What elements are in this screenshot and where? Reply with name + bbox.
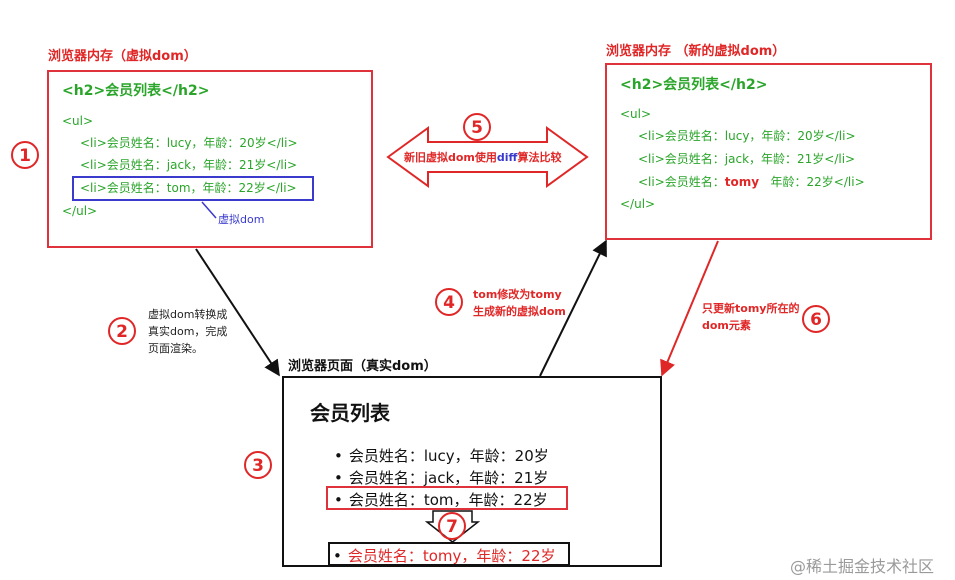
watermark: @稀土掘金技术社区: [790, 557, 935, 576]
page-li-new: • 会员姓名：tomy，年龄：22岁: [333, 545, 556, 566]
page-li-1: • 会员姓名：lucy，年龄：20岁: [334, 445, 549, 466]
step-6-badge: 6: [802, 305, 830, 333]
step6-note-line-2: dom元素: [702, 319, 751, 332]
page-li-2: • 会员姓名：jack，年龄：21岁: [334, 467, 548, 488]
right-ul-close: </ul>: [620, 197, 656, 211]
right-li-3-post: 年龄：22岁</li>: [759, 175, 865, 189]
right-li-3: <li>会员姓名：tomy 年龄：22岁</li>: [638, 176, 865, 188]
left-li-1: <li>会员姓名：lucy，年龄：20岁</li>: [80, 136, 298, 150]
left-li-3: <li>会员姓名：tom，年龄：22岁</li>: [80, 181, 297, 195]
real-dom-box: [282, 376, 662, 567]
tom-highlight-box: [72, 176, 314, 201]
right-li-3-pre: <li>会员姓名：: [638, 175, 725, 189]
left-h2-line: <h2>会员列表</h2>: [62, 83, 210, 99]
tomy-real-box: [328, 542, 570, 566]
arrow-patch-to-page: [660, 240, 719, 377]
tom-real-highlight: [326, 486, 568, 510]
bullet-1: •: [334, 447, 343, 465]
step4-note-line-1: tom修改为tomy: [473, 288, 562, 301]
page-li-new-text: 会员姓名：tomy，年龄：22岁: [347, 547, 556, 565]
bullet-3: •: [334, 491, 343, 509]
step-5-badge: 5: [463, 113, 491, 141]
step4-note: tom修改为tomy 生成新的虚拟dom: [473, 286, 566, 320]
page-li-3-text: 会员姓名：tom，年龄：22岁: [348, 491, 548, 509]
step-2-badge: 2: [108, 317, 136, 345]
left-panel-title: 浏览器内存（虚拟dom）: [48, 49, 197, 64]
right-li-3-tomy: tomy: [724, 175, 760, 189]
arrow-render-to-page: [195, 248, 280, 377]
right-panel-title: 浏览器内存 （新的虚拟dom）: [606, 44, 786, 59]
page-panel-title: 浏览器页面（真实dom）: [288, 359, 437, 374]
step6-note-line-1: 只更新tomy所在的: [702, 302, 800, 315]
right-ul-open: <ul>: [620, 107, 652, 121]
right-h2-line: <h2>会员列表</h2>: [620, 77, 768, 93]
step5-note-post: 算法比较: [517, 151, 562, 164]
left-vdom-box: [47, 70, 373, 248]
left-ul-close: </ul>: [62, 204, 98, 218]
vdom-label: 虚拟dom: [218, 213, 265, 226]
page-heading: 会员列表: [310, 401, 390, 425]
step2-note-line-3: 页面渲染。: [148, 342, 203, 355]
step-3-badge: 3: [244, 451, 272, 479]
step-4-badge: 4: [435, 288, 463, 316]
diff-compare-double-arrow: [386, 126, 589, 188]
step5-note-pre: 新旧虚拟dom使用: [404, 151, 497, 164]
left-li-2: <li>会员姓名：jack，年龄：21岁</li>: [80, 158, 298, 172]
right-li-1: <li>会员姓名：lucy，年龄：20岁</li>: [638, 129, 856, 143]
step2-note-line-2: 真实dom，完成: [148, 325, 228, 338]
arrow-page-to-new-vdom: [539, 239, 607, 377]
right-li-2: <li>会员姓名：jack，年龄：21岁</li>: [638, 152, 856, 166]
page-li-3: • 会员姓名：tom，年龄：22岁: [334, 489, 548, 510]
bullet-new: •: [333, 547, 342, 565]
left-ul-open: <ul>: [62, 114, 94, 128]
vdom-pointer-line: [201, 201, 217, 219]
step-7-badge: 7: [438, 512, 466, 540]
step6-note: 只更新tomy所在的 dom元素: [702, 300, 799, 334]
bullet-2: •: [334, 469, 343, 487]
step4-note-line-2: 生成新的虚拟dom: [473, 305, 566, 318]
step2-note-line-1: 虚拟dom转换成: [148, 308, 228, 321]
step5-note-diff: diff: [496, 151, 518, 164]
right-vdom-box: [605, 63, 932, 240]
step2-note: 虚拟dom转换成 真实dom，完成 页面渲染。: [148, 306, 227, 357]
step-1-badge: 1: [11, 141, 39, 169]
page-li-1-text: 会员姓名：lucy，年龄：20岁: [348, 447, 549, 465]
page-li-2-text: 会员姓名：jack，年龄：21岁: [348, 469, 549, 487]
step5-note: 新旧虚拟dom使用diff算法比较: [404, 149, 561, 166]
